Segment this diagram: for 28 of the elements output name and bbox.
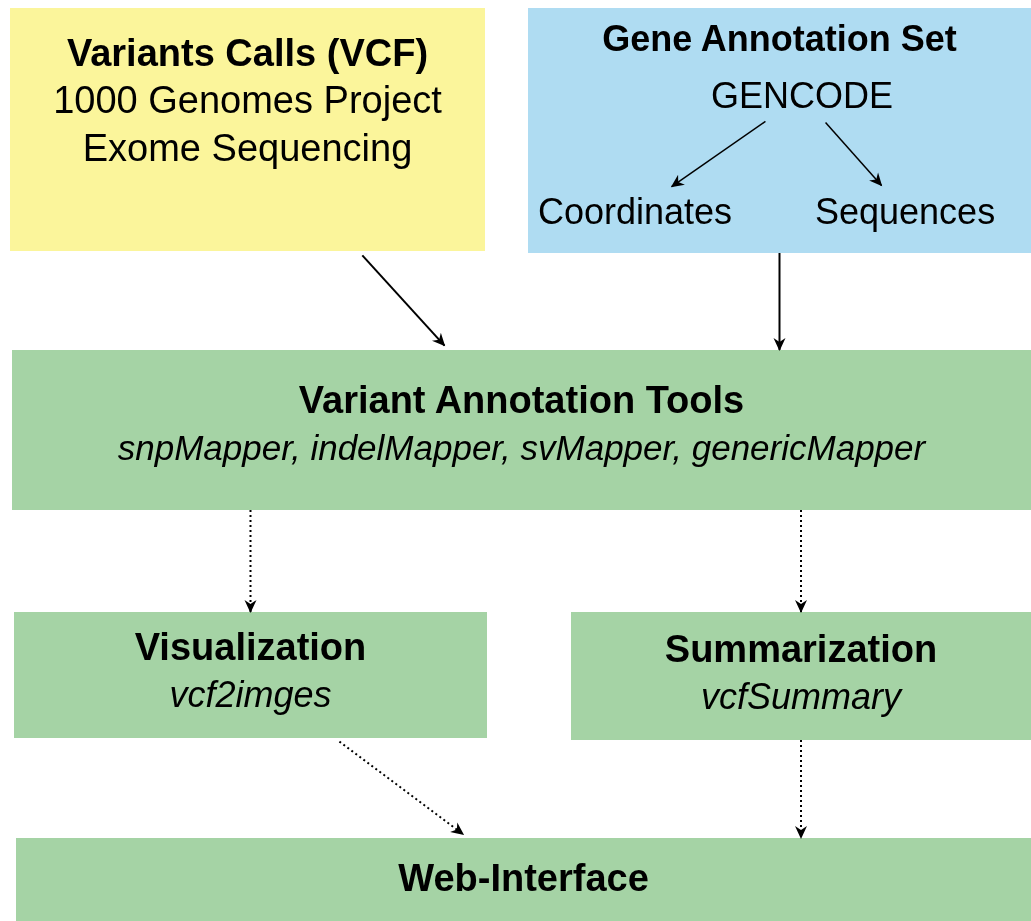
node-text: snpMapper, indelMapper, svMapper, genericMapper	[117, 427, 926, 469]
node-text: Variants Calls (VCF)	[66, 31, 429, 76]
input-box	[10, 8, 485, 251]
node-text: vcf2imges	[169, 673, 332, 717]
input-box	[528, 8, 1031, 253]
node-text: GENCODE	[711, 74, 894, 118]
arrow	[795, 739, 807, 839]
process-box	[14, 612, 487, 738]
arrow	[338, 740, 465, 836]
arrow	[670, 120, 767, 188]
node-text: Gene Annotation Set	[602, 17, 957, 61]
arrow	[244, 509, 257, 613]
process-box	[571, 612, 1031, 740]
node-text: Variant Annotation Tools	[298, 378, 745, 423]
arrow	[795, 509, 807, 613]
node-text: 1000 Genomes Project	[53, 78, 442, 123]
node-text: Web-Interface	[398, 856, 649, 901]
arrow	[361, 254, 446, 347]
node-text: vcfSummary	[701, 675, 901, 719]
process-box	[12, 350, 1031, 510]
arrow	[824, 121, 883, 187]
node-text: Exome Sequencing	[82, 126, 413, 171]
node-text: Coordinates	[538, 190, 733, 234]
node-text: Sequences	[815, 190, 996, 234]
arrow	[773, 252, 786, 351]
output-box	[16, 838, 1031, 921]
node-text: Summarization	[664, 627, 938, 672]
node-text: Visualization	[134, 625, 367, 670]
